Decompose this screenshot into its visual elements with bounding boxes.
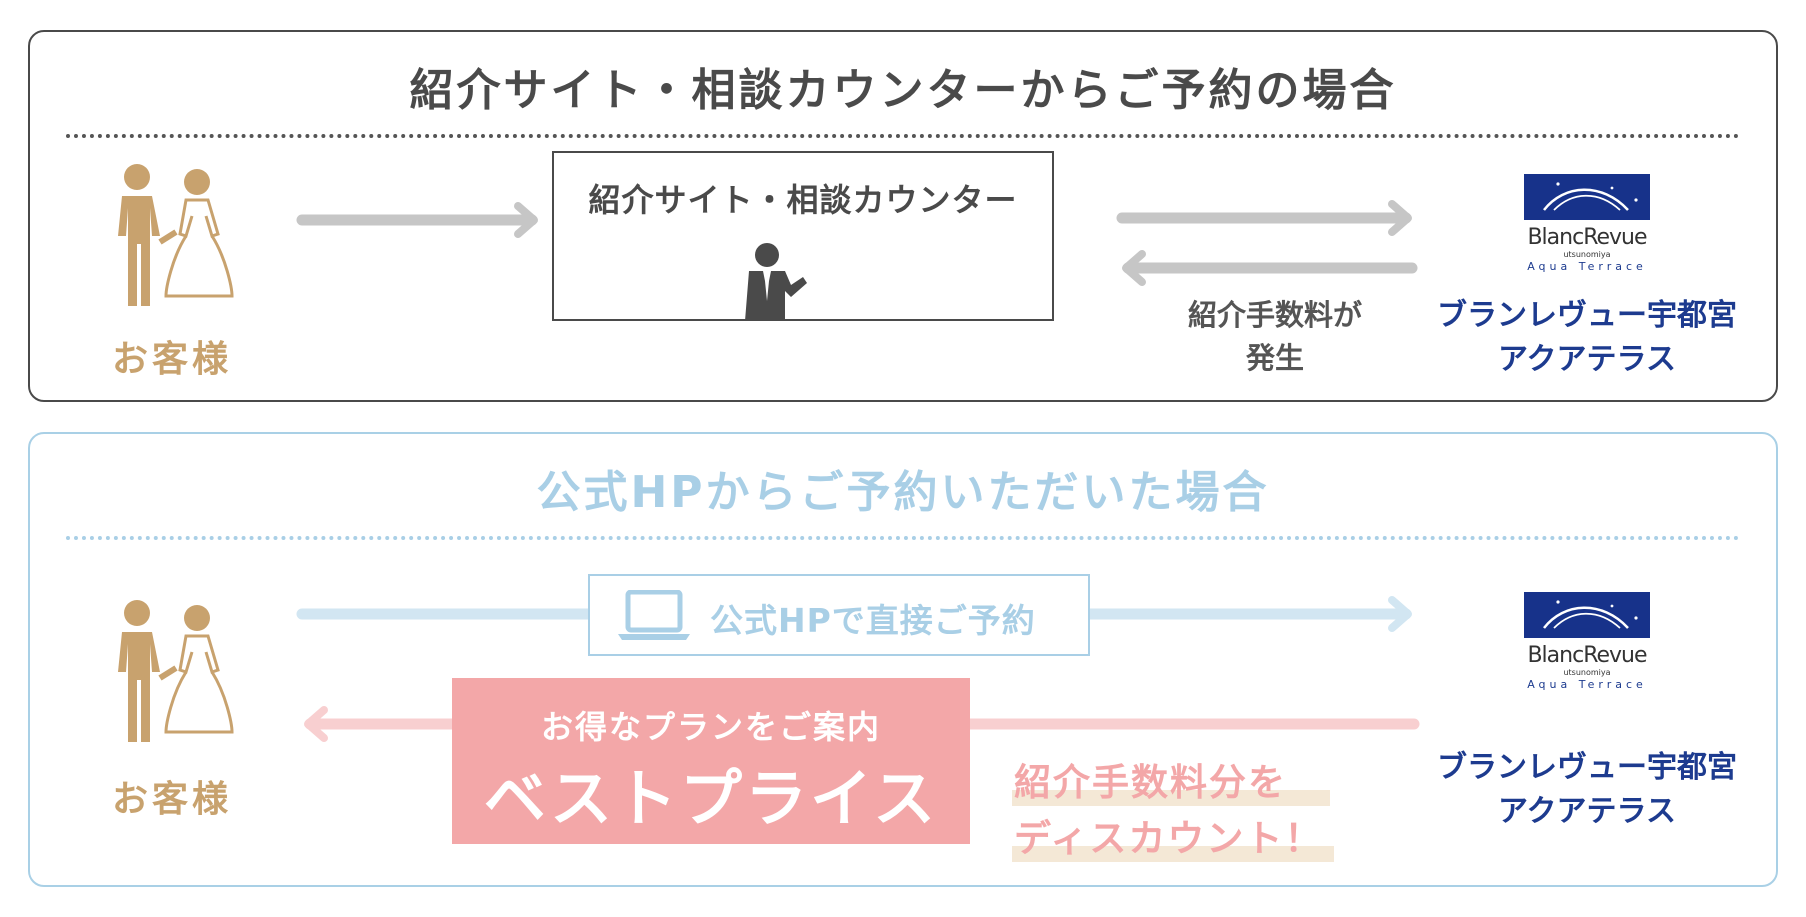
couple-icon	[118, 164, 234, 306]
panel-title: 公式HPからご予約いただいた場合	[536, 467, 1270, 518]
official-site-label: 公式HPで直接ご予約	[710, 601, 1036, 640]
best-price-box: お得なプランをご案内 ベストプライス	[452, 678, 970, 844]
hotel-logo: BlancRevue utsunomiya Aqua Terrace	[1517, 592, 1657, 692]
plan-subtitle: お得なプランをご案内	[540, 708, 881, 746]
best-price-label: ベストプライス	[483, 762, 939, 835]
couple-icon	[118, 600, 234, 742]
customer-label: お客様	[111, 779, 232, 820]
arrow-right	[296, 202, 538, 238]
logo-tagline: Aqua Terrace	[1527, 260, 1647, 273]
staff-person-icon	[745, 243, 807, 321]
hotel-logo-mark-icon	[1524, 174, 1650, 220]
dotted-divider	[66, 134, 1740, 138]
official-site-box: 公式HPで直接ご予約	[588, 574, 1090, 656]
hotel-logo: BlancRevue utsunomiya Aqua Terrace	[1517, 174, 1657, 274]
logo-brand: BlancRevue	[1527, 225, 1647, 250]
discount-line-1: 紹介手数料分を	[1014, 761, 1287, 804]
laptop-icon	[618, 590, 690, 640]
highlight-bar	[1012, 846, 1334, 862]
logo-sub: utsunomiya	[1563, 250, 1611, 259]
hotel-name: ブランレヴュー宇都宮 アクアテラス	[1437, 750, 1737, 829]
discount-line-2: ディスカウント！	[1014, 817, 1324, 860]
agency-counter-box: 紹介サイト・相談カウンター	[552, 151, 1054, 321]
fee-label: 紹介手数料が 発生	[1187, 298, 1362, 375]
customer-label: お客様	[111, 339, 232, 380]
hotel-logo-mark-icon	[1524, 592, 1650, 638]
logo-sub: utsunomiya	[1563, 668, 1611, 677]
dotted-divider	[66, 536, 1740, 540]
agency-counter-label: 紹介サイト・相談カウンター	[588, 181, 1018, 219]
double-arrow	[1116, 200, 1418, 286]
hotel-name: ブランレヴュー宇都宮 アクアテラス	[1437, 298, 1737, 377]
panel-title: 紹介サイト・相談カウンターからご予約の場合	[409, 65, 1397, 116]
highlight-bar	[1012, 790, 1330, 806]
logo-tagline: Aqua Terrace	[1527, 678, 1647, 691]
logo-brand: BlancRevue	[1527, 643, 1647, 668]
